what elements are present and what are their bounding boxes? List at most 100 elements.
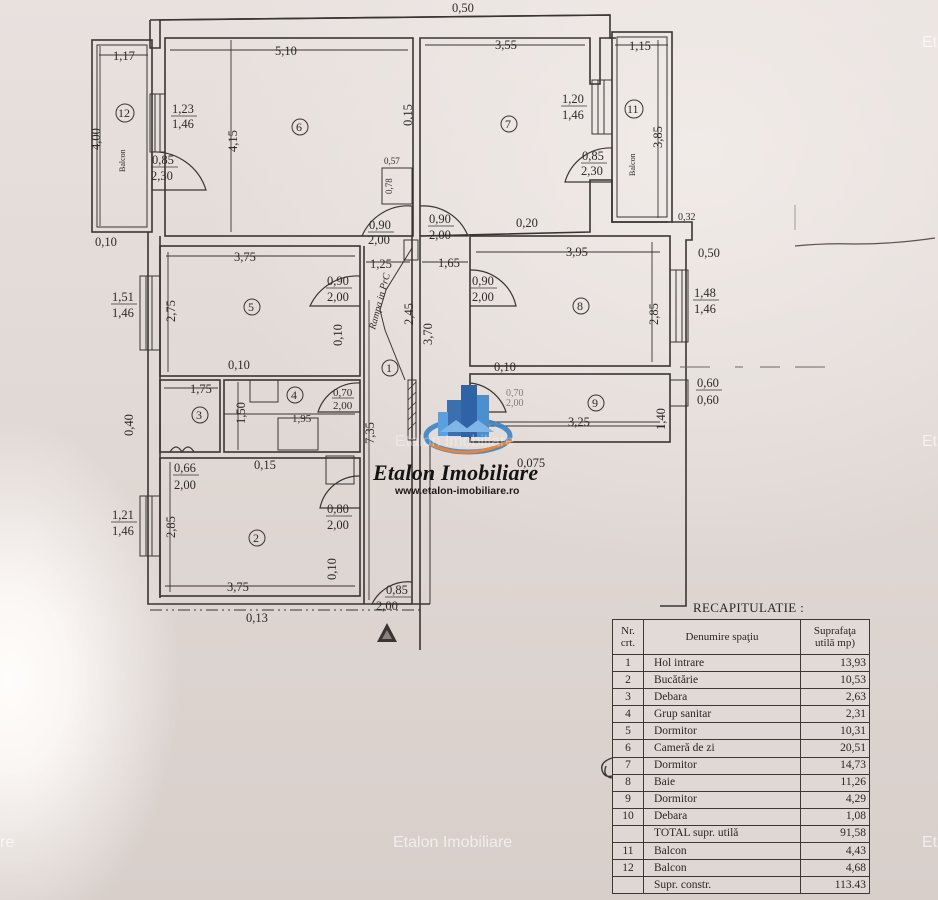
row-area: 113.43 bbox=[800, 876, 870, 895]
dimension-lines bbox=[99, 40, 668, 600]
watermark-right-fragment-bottom: Et bbox=[922, 834, 938, 851]
row-nr: 12 bbox=[612, 859, 644, 878]
row-area: 4,68 bbox=[800, 859, 870, 878]
row-name: Balcon bbox=[643, 842, 801, 861]
svg-text:1,25: 1,25 bbox=[370, 257, 392, 271]
row-nr: 10 bbox=[612, 807, 644, 826]
svg-text:0,85: 0,85 bbox=[386, 583, 408, 597]
room-marker-6: 6 bbox=[291, 118, 309, 136]
header-nr: Nr. crt. bbox=[612, 619, 644, 655]
svg-text:0,90: 0,90 bbox=[327, 274, 349, 288]
svg-text:2,45: 2,45 bbox=[402, 303, 416, 325]
svg-text:7,35: 7,35 bbox=[363, 422, 377, 444]
stamp-mark-icon bbox=[601, 757, 613, 779]
row-name: Dormitor bbox=[643, 756, 801, 775]
row-area: 1,08 bbox=[800, 807, 870, 826]
svg-text:4,00: 4,00 bbox=[89, 128, 103, 150]
svg-text:0,50: 0,50 bbox=[698, 246, 720, 260]
svg-text:1,17: 1,17 bbox=[113, 49, 135, 63]
watermark-left-fragment: re bbox=[0, 834, 15, 851]
row-name: Baie bbox=[643, 773, 801, 792]
room-marker-8: 8 bbox=[572, 297, 590, 315]
svg-text:1,51: 1,51 bbox=[112, 290, 134, 304]
header-area: Suprafaţa utilă mp) bbox=[800, 619, 870, 655]
svg-text:1,15: 1,15 bbox=[629, 39, 651, 53]
svg-text:0,85: 0,85 bbox=[582, 149, 604, 163]
svg-text:1,46: 1,46 bbox=[112, 524, 134, 538]
svg-text:0,40: 0,40 bbox=[122, 414, 136, 436]
row-area: 20,51 bbox=[800, 739, 870, 758]
svg-text:1,23: 1,23 bbox=[172, 102, 194, 116]
row-nr: 11 bbox=[612, 842, 644, 861]
svg-text:0,10: 0,10 bbox=[331, 324, 345, 346]
svg-text:2,30: 2,30 bbox=[151, 169, 173, 183]
svg-text:0,70: 0,70 bbox=[333, 387, 353, 399]
svg-text:7: 7 bbox=[505, 117, 511, 131]
svg-text:3,95: 3,95 bbox=[566, 245, 588, 259]
row-nr: 4 bbox=[612, 705, 644, 724]
svg-text:5: 5 bbox=[248, 300, 254, 314]
svg-text:0,15: 0,15 bbox=[401, 104, 415, 126]
svg-text:2,00: 2,00 bbox=[327, 290, 349, 304]
svg-text:4: 4 bbox=[291, 388, 297, 402]
row-nr bbox=[612, 876, 644, 895]
row-nr: 3 bbox=[612, 688, 644, 707]
company-logo-icon bbox=[423, 385, 513, 455]
row-name: Bucătărie bbox=[643, 671, 801, 690]
balcony-11-label: Balcon bbox=[628, 153, 637, 176]
brand-url: www.etalon-imobiliare.ro bbox=[395, 485, 520, 497]
svg-text:0,50: 0,50 bbox=[452, 1, 474, 15]
svg-text:0,13: 0,13 bbox=[246, 611, 268, 625]
svg-text:2,00: 2,00 bbox=[327, 518, 349, 532]
svg-text:0,20: 0,20 bbox=[516, 216, 538, 230]
row-name: Cameră de zi bbox=[643, 739, 801, 758]
svg-text:4,15: 4,15 bbox=[226, 130, 240, 152]
room-marker-4: 4 bbox=[286, 386, 304, 404]
area-summary-table: Nr. crt. Denumire spaţiu Suprafaţa utilă… bbox=[612, 619, 870, 895]
svg-text:3,70: 3,70 bbox=[421, 323, 435, 345]
watermark-center: Etalon Imobiliare bbox=[395, 433, 515, 450]
room-marker-12: 12 bbox=[115, 103, 135, 123]
row-area: 14,73 bbox=[800, 756, 870, 775]
brand-name: Etalon Imobiliare bbox=[373, 460, 539, 485]
recap-title: RECAPITULATIE : bbox=[692, 600, 805, 615]
svg-text:0,32: 0,32 bbox=[678, 212, 696, 223]
svg-text:0,90: 0,90 bbox=[472, 274, 494, 288]
svg-text:1,21: 1,21 bbox=[112, 508, 134, 522]
row-area: 10,31 bbox=[800, 722, 870, 741]
row-nr bbox=[612, 824, 644, 844]
svg-text:2,00: 2,00 bbox=[333, 400, 353, 412]
svg-text:3,55: 3,55 bbox=[495, 38, 517, 52]
row-nr: 8 bbox=[612, 773, 644, 792]
svg-text:2,00: 2,00 bbox=[174, 478, 196, 492]
svg-text:2,75: 2,75 bbox=[164, 300, 178, 322]
row-area: 4,29 bbox=[800, 790, 870, 809]
svg-text:0,10: 0,10 bbox=[228, 358, 250, 372]
svg-text:3,75: 3,75 bbox=[227, 580, 249, 594]
watermark-right-fragment-middle: Et bbox=[922, 433, 938, 450]
recap-table-container: RECAPITULATIE : Nr. crt. Denumire spaţiu… bbox=[612, 600, 877, 895]
svg-text:2,00: 2,00 bbox=[506, 398, 524, 409]
svg-text:0,60: 0,60 bbox=[697, 376, 719, 390]
svg-text:0,80: 0,80 bbox=[327, 502, 349, 516]
row-area: 91,58 bbox=[800, 824, 870, 844]
balcony-12-label: Balcon bbox=[118, 149, 127, 172]
row-name: TOTAL supr. utilă bbox=[643, 824, 801, 844]
svg-text:0,70: 0,70 bbox=[506, 388, 524, 399]
svg-text:1,20: 1,20 bbox=[562, 92, 584, 106]
svg-text:2,00: 2,00 bbox=[376, 599, 398, 613]
row-nr: 5 bbox=[612, 722, 644, 741]
room-marker-9: 9 bbox=[587, 394, 605, 412]
row-name: Dormitor bbox=[643, 722, 801, 741]
svg-text:12: 12 bbox=[118, 106, 130, 120]
svg-text:9: 9 bbox=[592, 396, 598, 410]
